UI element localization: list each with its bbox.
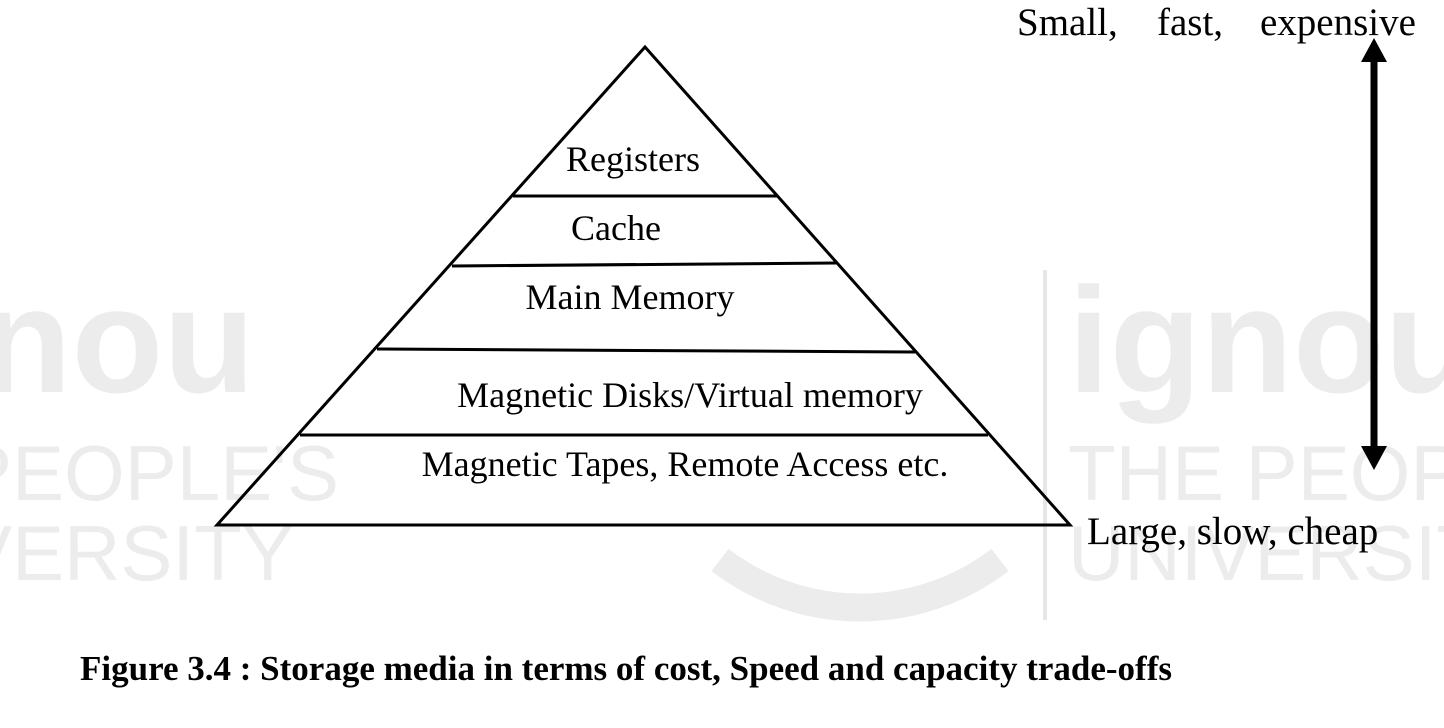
watermark: nou PEOPLE'S VERSITY ignou THE PEOPLE UN… [0, 256, 1444, 622]
scale-top-word-1: Small, [1017, 1, 1118, 44]
layer-label-main-memory: Main Memory [526, 277, 735, 317]
figure-caption: Figure 3.4 : Storage media in terms of c… [80, 649, 1172, 688]
scale-top-word-3: expensive [1260, 1, 1416, 44]
watermark-right-line-3: UNIVERSIT [1068, 509, 1444, 597]
watermark-left-line-3: VERSITY [0, 509, 294, 597]
watermark-right-line-2: THE PEOPLE [1068, 429, 1444, 517]
scale-top-word-2: fast, [1157, 1, 1223, 44]
pyramid-outline [213, 44, 1074, 527]
watermark-right-line-1: ignou [1068, 256, 1444, 424]
scale-arrow-down-head [1361, 446, 1387, 470]
layer-divider-3 [376, 347, 916, 354]
pyramid: Registers Cache Main Memory Magnetic Dis… [213, 44, 1074, 527]
layer-label-magnetic-disks: Magnetic Disks/Virtual memory [457, 375, 923, 415]
scale-bottom-label: Large, slow, cheap [1087, 510, 1378, 553]
layer-label-cache: Cache [571, 208, 661, 248]
watermark-left-line-1: nou [0, 256, 255, 424]
watermark-arc [711, 548, 1009, 622]
layer-label-magnetic-tapes: Magnetic Tapes, Remote Access etc. [422, 444, 949, 484]
watermark-left-line-2: PEOPLE'S [0, 429, 339, 517]
tradeoff-scale: Small, fast, expensive Large, slow, chea… [1017, 1, 1416, 553]
layer-label-registers: Registers [566, 139, 700, 179]
scale-arrow-up-head [1361, 38, 1387, 62]
layer-divider-2 [451, 261, 837, 268]
